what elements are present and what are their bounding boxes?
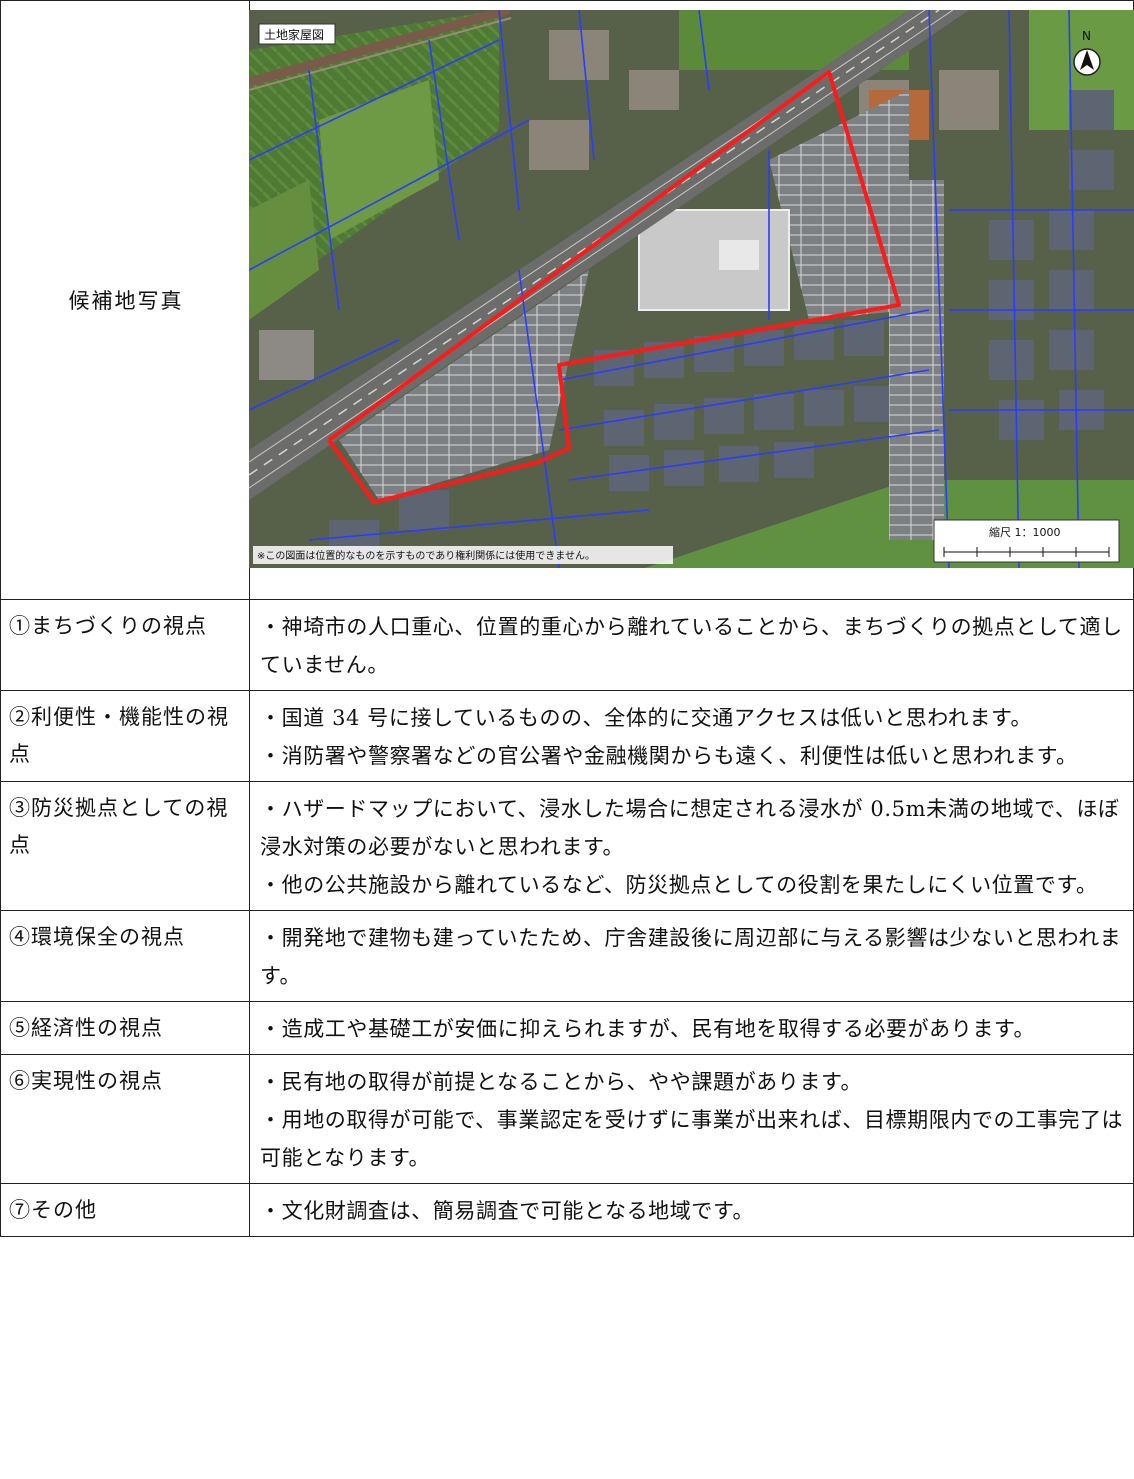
- row-content: ・ハザードマップにおいて、浸水した場合に想定される浸水が 0.5m未満の地域で、…: [249, 781, 1134, 911]
- table-row: ⑥実現性の視点 ・民有地の取得が前提となることから、やや課題があります。 ・用地…: [0, 1054, 1134, 1184]
- row-content: ・神埼市の人口重心、位置的重心から離れていることから、まちづくりの拠点として適し…: [249, 599, 1134, 691]
- row-item: ・造成工や基礎工が安価に抑えられますが、民有地を取得する必要があります。: [260, 1017, 1036, 1041]
- row-content: ・開発地で建物も建っていたため、庁舎建設後に周辺部に与える影響は少ないと思われま…: [249, 910, 1134, 1002]
- row-label: ⑥実現性の視点: [0, 1054, 250, 1184]
- map-title: 土地家屋図: [264, 27, 324, 42]
- table-row: ①まちづくりの視点 ・神埼市の人口重心、位置的重心から離れていることから、まちづ…: [0, 599, 1134, 691]
- row-content: ・民有地の取得が前提となることから、やや課題があります。 ・用地の取得が可能で、…: [249, 1054, 1134, 1184]
- table-row: ③防災拠点としての視点 ・ハザードマップにおいて、浸水した場合に想定される浸水が…: [0, 781, 1134, 911]
- row-item: ・ハザードマップにおいて、浸水した場合に想定される浸水が 0.5m未満の地域で、…: [260, 797, 1120, 859]
- row-item: ・開発地で建物も建っていたため、庁舎建設後に周辺部に与える影響は少ないと思われま…: [260, 926, 1122, 988]
- north-arrow-icon: N: [1073, 29, 1101, 76]
- aerial-site-map: 土地家屋図 N 縮尺 1：1000 ※この図面は位置的なものを示すものであり権利…: [249, 10, 1134, 568]
- row-label: ②利便性・機能性の視点: [0, 690, 250, 782]
- table-row: ②利便性・機能性の視点 ・国道 34 号に接しているものの、全体的に交通アクセス…: [0, 690, 1134, 782]
- row-item: ・文化財調査は、簡易調査で可能となる地域です。: [260, 1199, 755, 1223]
- row-content: ・国道 34 号に接しているものの、全体的に交通アクセスは低いと思われます。 ・…: [249, 690, 1134, 782]
- scale-bar: [943, 547, 1110, 557]
- row-content: ・造成工や基礎工が安価に抑えられますが、民有地を取得する必要があります。: [249, 1001, 1134, 1055]
- row-item: ・他の公共施設から離れているなど、防災拠点としての役割を果たしにくい位置です。: [260, 873, 1098, 897]
- row-item: ・民有地の取得が前提となることから、やや課題があります。: [260, 1070, 863, 1094]
- table-row: ⑤経済性の視点 ・造成工や基礎工が安価に抑えられますが、民有地を取得する必要があ…: [0, 1001, 1134, 1055]
- row-label: ①まちづくりの視点: [0, 599, 250, 691]
- photo-label: 候補地写真: [68, 288, 184, 313]
- table-row: ⑦その他 ・文化財調査は、簡易調査で可能となる地域です。: [0, 1183, 1134, 1237]
- north-label: N: [1082, 29, 1091, 43]
- row-label: ⑦その他: [0, 1183, 250, 1237]
- photo-label-cell: 候補地写真: [0, 0, 250, 600]
- row-label: ③防災拠点としての視点: [0, 781, 250, 911]
- row-item: ・神埼市の人口重心、位置的重心から離れていることから、まちづくりの拠点として適し…: [260, 615, 1123, 677]
- row-label: ④環境保全の視点: [0, 910, 250, 1002]
- row-label: ⑤経済性の視点: [0, 1001, 250, 1055]
- row-item: ・消防署や警察署などの官公署や金融機関からも遠く、利便性は低いと思われます。: [260, 744, 1078, 768]
- row-item: ・国道 34 号に接しているものの、全体的に交通アクセスは低いと思われます。: [260, 706, 1033, 730]
- row-item: ・用地の取得が可能で、事業認定を受けずに事業が出来れば、目標期限内での工事完了は…: [260, 1108, 1124, 1170]
- row-content: ・文化財調査は、簡易調査で可能となる地域です。: [249, 1183, 1134, 1237]
- scale-label: 縮尺 1：1000: [989, 525, 1061, 539]
- table-row: ④環境保全の視点 ・開発地で建物も建っていたため、庁舎建設後に周辺部に与える影響…: [0, 910, 1134, 1002]
- map-disclaimer: ※この図面は位置的なものを示すものであり権利関係には使用できません。: [257, 549, 595, 562]
